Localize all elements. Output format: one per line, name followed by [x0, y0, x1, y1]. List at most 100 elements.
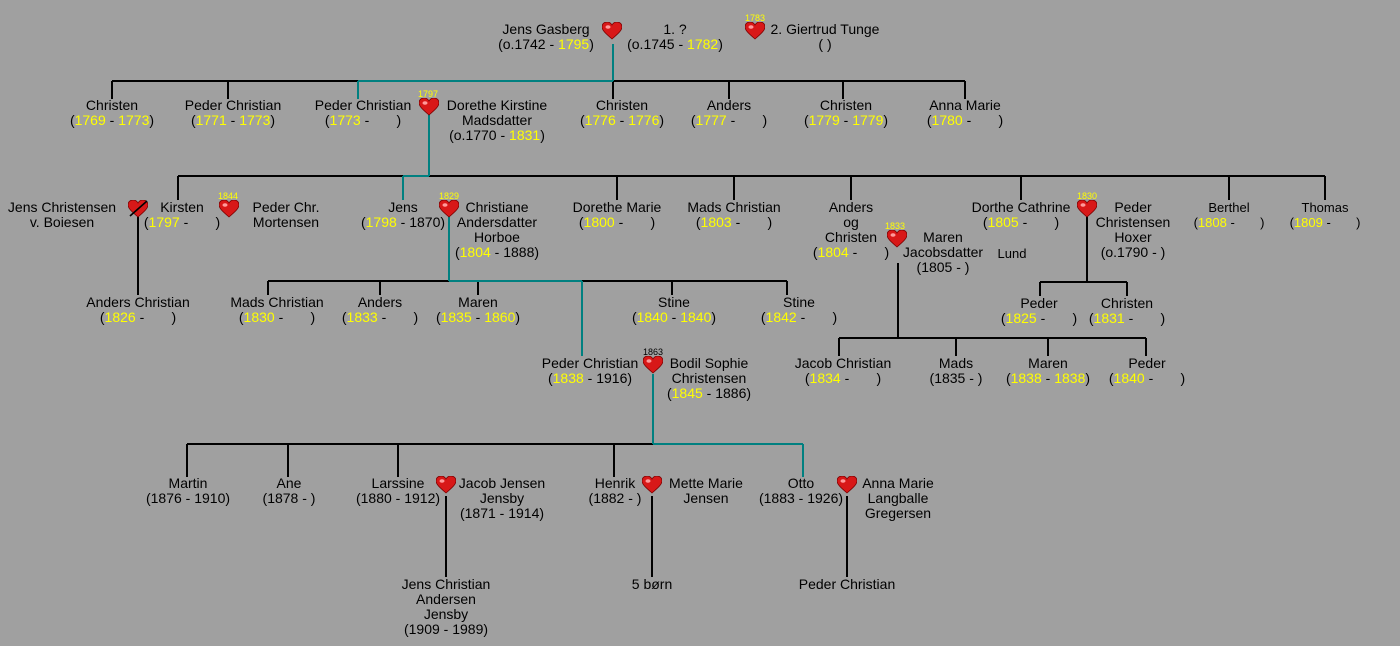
- person-name: Stine: [658, 294, 690, 310]
- person-dates: (1776 - 1776): [579, 112, 665, 128]
- person-dates: (1826 - ): [99, 309, 177, 325]
- person-dates: (1878 - ): [262, 490, 316, 506]
- person-larssine[interactable]: Larssine (1880 - 1912): [350, 476, 446, 506]
- person-dates: (1838 - 1916): [547, 370, 633, 386]
- person-name: 2. Giertrud Tunge: [770, 21, 880, 37]
- person-christen-1769[interactable]: Christen (1769 - 1773): [66, 98, 158, 128]
- person-name: Jacob Christian: [794, 355, 892, 371]
- person-dates: (1871 - 1914): [459, 505, 545, 521]
- person-name: Anders: [828, 199, 874, 215]
- person-name-2: Christensen: [1095, 214, 1171, 230]
- person-name: Ane: [276, 475, 302, 491]
- person-dates: (1831 - ): [1088, 310, 1166, 326]
- person-christen-1776[interactable]: Christen (1776 - 1776): [572, 98, 672, 128]
- person-peder-christian-1771[interactable]: Peder Christian (1771 - 1773): [178, 98, 288, 128]
- person-christen-1779[interactable]: Christen (1779 - 1779): [796, 98, 896, 128]
- person-name: Otto: [787, 475, 815, 491]
- person-name: Stine: [783, 294, 815, 310]
- person-maren-1838[interactable]: Maren (1838 - 1838): [1000, 356, 1096, 386]
- person-bodil-sophie[interactable]: Bodil Sophie Christensen (1845 - 1886): [662, 356, 756, 401]
- person-jacob-christian[interactable]: Jacob Christian (1834 - ): [786, 356, 900, 386]
- person-dates: (1771 - 1773): [190, 112, 276, 128]
- person-maren-jacobsdatter[interactable]: Maren Jacobsdatter (1805 - ): [898, 230, 988, 275]
- person-name-3: Christen: [824, 229, 878, 245]
- person-peder-christensen-hoxer[interactable]: Peder Christensen Hoxer (o.1790 - ): [1088, 200, 1178, 260]
- person-jens-christian-jensby[interactable]: Jens Christian Andersen Jensby (1909 - 1…: [386, 577, 506, 637]
- person-name: 5 børn: [631, 576, 673, 592]
- person-name-3: Hoxer: [1114, 229, 1152, 245]
- person-name: Peder Christian: [314, 97, 412, 113]
- person-peder-christian-1838[interactable]: Peder Christian (1838 - 1916): [532, 356, 648, 386]
- person-dorethe-marie[interactable]: Dorethe Marie (1800 - ): [564, 200, 670, 230]
- person-jacob-jensen-jensby[interactable]: Jacob Jensen Jensby (1871 - 1914): [452, 476, 552, 521]
- person-otto[interactable]: Otto (1883 - 1926): [752, 476, 850, 506]
- person-name: Jens Gasberg: [502, 21, 590, 37]
- person-anders-1833[interactable]: Anders (1833 - ): [340, 295, 420, 325]
- person-dates: (1798 - 1870): [360, 214, 446, 230]
- person-name-2: Christensen: [671, 370, 747, 386]
- person-name: Jacob Jensen: [458, 475, 546, 491]
- person-dates: (o.1770 - 1831): [449, 127, 545, 143]
- person-berthel[interactable]: Berthel (1808 - ): [1190, 200, 1268, 230]
- person-dates: (1835 - ): [929, 370, 983, 386]
- person-mads-christian-1830[interactable]: Mads Christian (1830 - ): [220, 295, 334, 325]
- person-kirsten[interactable]: Kirsten (1797 - ): [140, 200, 224, 230]
- person-peder-1840[interactable]: Peder (1840 - ): [1104, 356, 1190, 386]
- person-thomas[interactable]: Thomas (1809 - ): [1286, 200, 1364, 230]
- person-name: Anna Marie: [862, 475, 934, 491]
- person-dates: (1780 - ): [926, 112, 1004, 128]
- person-5-born[interactable]: 5 børn: [612, 577, 692, 592]
- person-giertrud-tunge[interactable]: 2. Giertrud Tunge ( ): [764, 22, 886, 52]
- person-dates: (1833 - ): [341, 309, 419, 325]
- broken-heart-icon: [128, 200, 148, 218]
- person-wife-1[interactable]: 1. ? (o.1745 - 1782): [625, 22, 725, 52]
- person-name: Dorethe Kirstine: [446, 97, 548, 113]
- person-dates: (1882 - ): [588, 490, 642, 506]
- person-jens-gasberg[interactable]: Jens Gasberg (o.1742 - 1795): [495, 22, 597, 52]
- person-henrik[interactable]: Henrik (1882 - ): [572, 476, 658, 506]
- person-anders-og-christen[interactable]: Anders og Christen (1804 - ): [808, 200, 894, 260]
- person-dorethe-kirstine[interactable]: Dorethe Kirstine Madsdatter (o.1770 - 18…: [440, 98, 554, 143]
- person-jens-1798[interactable]: Jens (1798 - 1870): [356, 200, 450, 230]
- marriage-year: 1783: [745, 13, 766, 23]
- person-dates: (1825 - ): [1000, 310, 1078, 326]
- person-name: Christen: [1100, 295, 1154, 311]
- person-mads-christian-1803[interactable]: Mads Christian (1803 - ): [684, 200, 784, 230]
- person-name: Berthel: [1208, 200, 1250, 215]
- person-name-2: Andersen: [416, 591, 476, 607]
- person-dates: ( ): [818, 36, 832, 52]
- person-mads-1835[interactable]: Mads (1835 - ): [914, 356, 998, 386]
- person-name: Jens Christensen: [7, 199, 117, 215]
- person-name: Bodil Sophie: [669, 355, 749, 371]
- person-name: Peder Christian: [798, 576, 896, 592]
- person-maren-1835[interactable]: Maren (1835 - 1860): [430, 295, 526, 325]
- person-christiane[interactable]: Christiane Andersdatter Horboe (1804 - 1…: [448, 200, 546, 260]
- person-anna-marie-gregersen[interactable]: Anna Marie Langballe Gregersen: [852, 476, 944, 521]
- person-anders-christian[interactable]: Anders Christian (1826 - ): [78, 295, 198, 325]
- person-dates: (1800 - ): [578, 214, 656, 230]
- person-stine-1840[interactable]: Stine (1840 - 1840): [626, 295, 722, 325]
- person-peder-chr-mortensen[interactable]: Peder Chr. Mortensen: [244, 200, 328, 230]
- person-name-2: v. Boiesen: [29, 214, 95, 230]
- heart-icon: [219, 200, 239, 218]
- person-ane[interactable]: Ane (1878 - ): [244, 476, 334, 506]
- person-name-2: Madsdatter: [461, 112, 533, 128]
- person-peder-1825[interactable]: Peder (1825 - ): [996, 296, 1082, 326]
- person-name: Christen: [85, 97, 139, 113]
- marriage-year: 1863: [643, 347, 664, 357]
- person-peder-christian-grandson[interactable]: Peder Christian: [788, 577, 906, 592]
- person-anna-marie-1780[interactable]: Anna Marie (1780 - ): [918, 98, 1012, 128]
- person-name: Peder: [1020, 295, 1058, 311]
- person-dorthe-cathrine[interactable]: Dorthe Cathrine (1805 - ): [966, 200, 1076, 230]
- person-name: Kirsten: [160, 199, 204, 215]
- person-name: Mette Marie: [669, 475, 743, 491]
- person-jens-christensen-boiesen[interactable]: Jens Christensen v. Boiesen: [4, 200, 120, 230]
- person-martin[interactable]: Martin (1876 - 1910): [138, 476, 238, 506]
- person-anders-1777[interactable]: Anders (1777 - ): [684, 98, 774, 128]
- person-mette-marie-jensen[interactable]: Mette Marie Jensen: [660, 476, 752, 506]
- person-christen-1831[interactable]: Christen (1831 - ): [1084, 296, 1170, 326]
- person-peder-christian-1773[interactable]: Peder Christian (1773 - ): [308, 98, 418, 128]
- heart-icon: [887, 230, 907, 248]
- person-stine-1842[interactable]: Stine (1842 - ): [758, 295, 840, 325]
- person-name: Jens Christian: [401, 576, 491, 592]
